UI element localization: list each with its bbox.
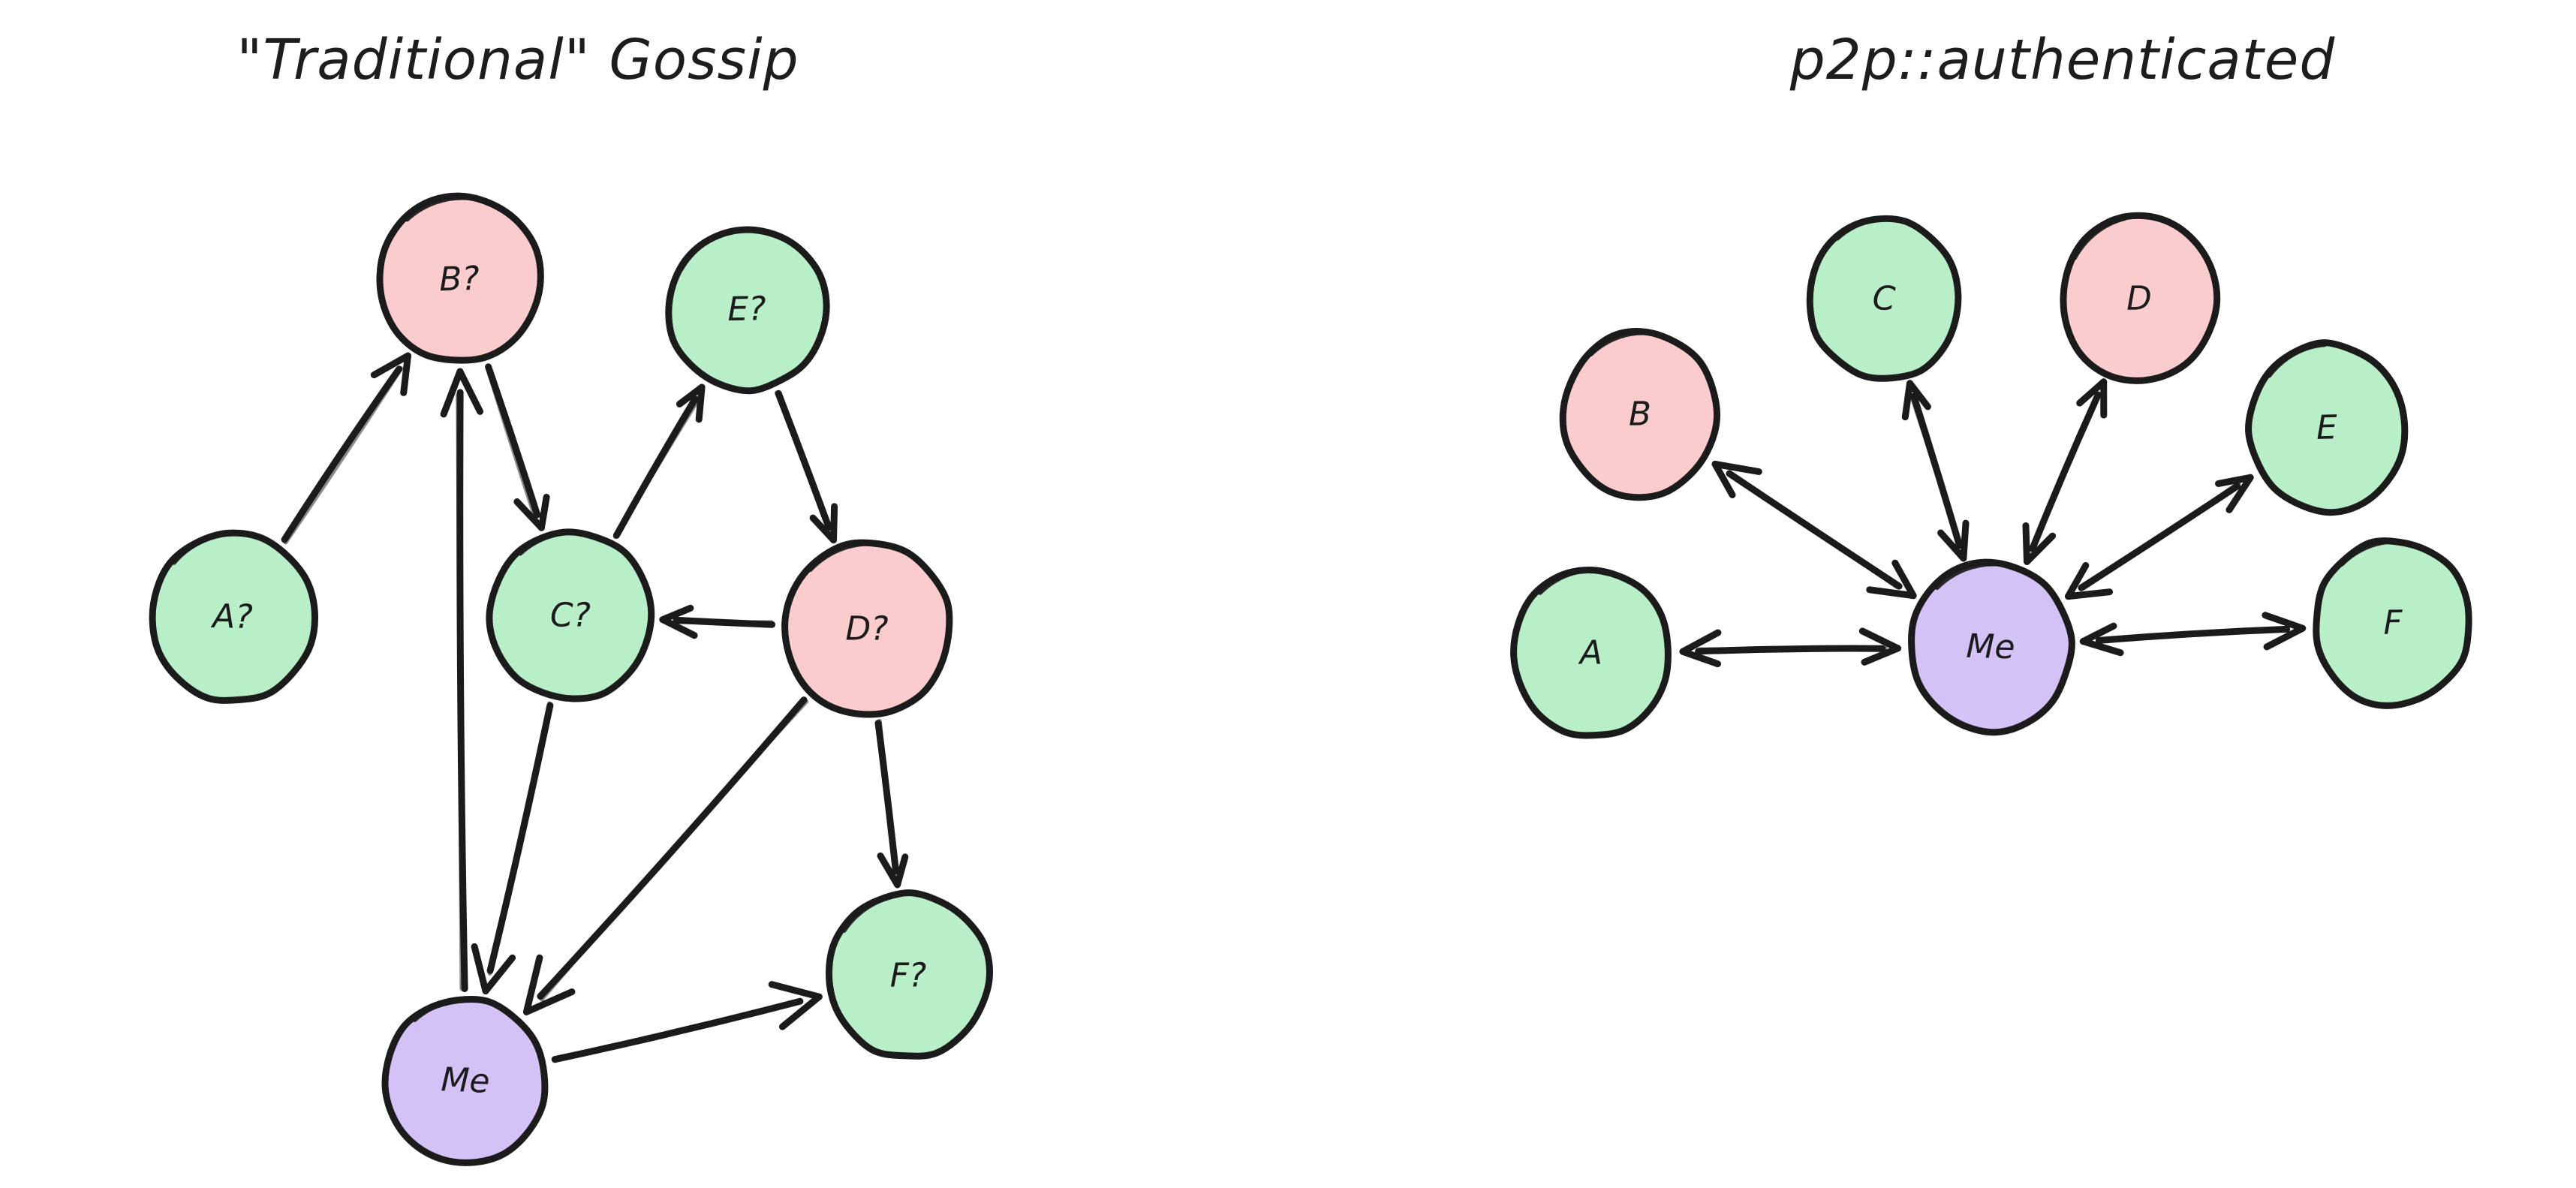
node-label: E (2316, 408, 2338, 447)
edge-Me-to-F (551, 981, 823, 1063)
node-Me[interactable]: Me (381, 995, 549, 1166)
node-shape (781, 539, 953, 718)
node-sketch-arc (1934, 561, 2000, 591)
node-C[interactable]: C (1806, 215, 1962, 382)
node-label: D (2126, 279, 2153, 318)
node-shape (149, 529, 318, 704)
node-sketch-arc (171, 531, 236, 565)
node-F[interactable]: F (2313, 537, 2472, 709)
node-Me[interactable]: Me (1908, 558, 2075, 736)
node-label: E? (727, 290, 766, 329)
edge-E-to-D (774, 389, 838, 544)
node-B[interactable]: B (1559, 328, 1721, 501)
edge-Me-to-A (1679, 627, 1901, 668)
node-label: A? (210, 597, 253, 636)
node-shape (381, 995, 549, 1166)
edge-A-to-B (281, 352, 411, 545)
node-label: A (1578, 633, 1602, 672)
panel-title: p2p::authenticated (1789, 28, 2336, 92)
node-label: F? (890, 956, 927, 994)
node-shape (376, 192, 544, 364)
node-label: F (2383, 603, 2403, 642)
edge-C-to-Me (471, 701, 554, 994)
edge-Me-to-C (1901, 380, 1970, 562)
node-sketch-arc (1588, 330, 1652, 356)
node-sketch-arc (518, 530, 584, 556)
node-shape (1908, 558, 2075, 736)
node-label: B? (439, 260, 480, 299)
node-shape (2245, 339, 2409, 516)
node-F[interactable]: F? (825, 889, 993, 1060)
node-C[interactable]: C? (486, 528, 655, 702)
node-shape (1510, 567, 1672, 739)
node-A[interactable]: A (1510, 567, 1672, 739)
node-label: Me (441, 1060, 491, 1100)
node-sketch-arc (808, 541, 874, 573)
node-E[interactable]: E (2245, 339, 2409, 516)
panel-title: "Traditional" Gossip (236, 28, 799, 92)
edge-D-to-C (659, 604, 776, 639)
node-sketch-arc (1834, 216, 1898, 241)
node-shape (2060, 212, 2221, 384)
node-label: C? (550, 596, 591, 634)
edge-D-to-Me (522, 696, 809, 1015)
edge-layer (281, 352, 909, 1063)
node-sketch-arc (412, 997, 479, 1022)
edge-Me-to-F (2079, 612, 2307, 657)
node-label: B (1629, 395, 1652, 433)
node-D[interactable]: D (2060, 212, 2221, 384)
node-sketch-arc (2267, 342, 2328, 378)
node-sketch-arc (2339, 539, 2403, 567)
edge-layer (1679, 378, 2307, 668)
edge-Me-to-B (440, 368, 483, 992)
edge-Me-to-E (2065, 474, 2254, 600)
node-layer: A? B? C? D? E? F? Me (149, 192, 993, 1166)
edge-B-to-C (485, 363, 550, 531)
node-shape (2313, 537, 2472, 709)
node-D[interactable]: D? (781, 539, 953, 718)
node-sketch-arc (841, 892, 901, 933)
node-B[interactable]: B? (376, 192, 544, 364)
node-layer: A B C D E F Me (1510, 212, 2472, 739)
node-A[interactable]: A? (149, 529, 318, 704)
node-label: C (1872, 279, 1896, 318)
edge-D-to-F (874, 718, 909, 889)
edge-Me-to-B (1711, 460, 1917, 600)
node-label: Me (1966, 627, 2015, 666)
node-shape (665, 226, 830, 395)
node-shape (1559, 328, 1721, 501)
node-sketch-arc (679, 228, 736, 272)
node-shape (486, 528, 655, 702)
edge-C-to-E (612, 383, 706, 540)
node-E[interactable]: E? (665, 226, 830, 395)
node-sketch-arc (1537, 567, 1602, 595)
node-shape (1806, 215, 1962, 382)
edge-Me-to-D (2022, 378, 2108, 565)
node-label: D? (845, 609, 888, 648)
node-sketch-arc (405, 195, 471, 222)
node-shape (825, 889, 993, 1060)
node-sketch-arc (2072, 216, 2127, 260)
